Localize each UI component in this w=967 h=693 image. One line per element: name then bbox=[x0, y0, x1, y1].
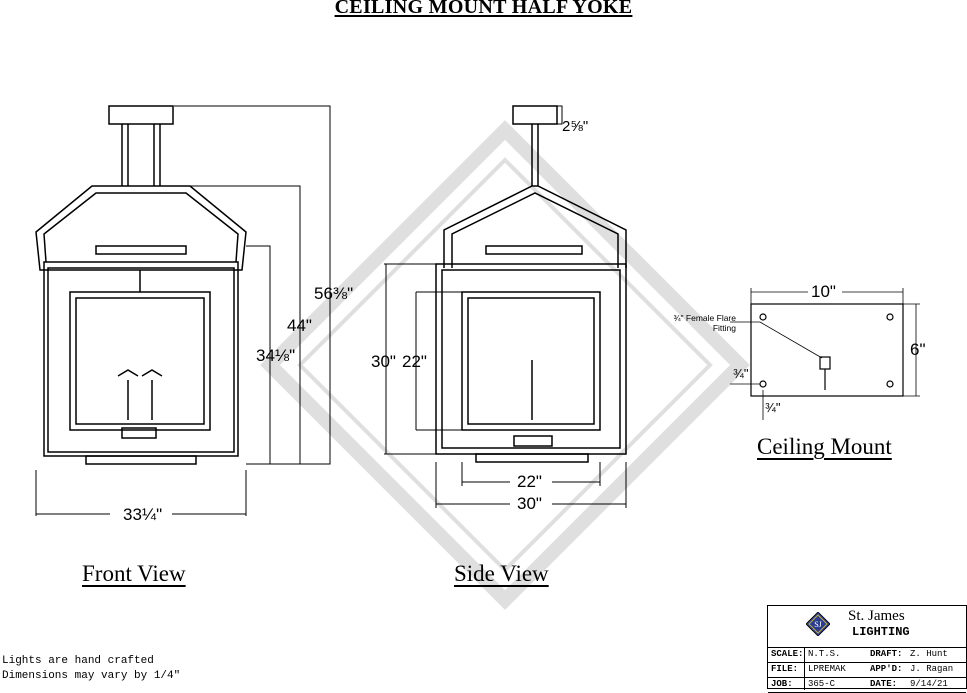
front-view-dimensions bbox=[35, 105, 331, 516]
mount-offset-x-dim: ¾" bbox=[733, 366, 749, 381]
side-view-drawing bbox=[435, 105, 627, 463]
side-inner-height-dim: 22" bbox=[402, 352, 427, 371]
company-subname: LIGHTING bbox=[852, 625, 910, 639]
title-block-row-scale: SCALE: N.T.S. DRAFT: Z. Hunt bbox=[768, 648, 966, 663]
title-block-row-file: FILE: LPREMAK APP'D: J. Ragan bbox=[768, 663, 966, 678]
mount-height-dim: 6" bbox=[910, 340, 926, 359]
flare-fitting-callout: ¾" Female Flare Fitting bbox=[673, 313, 736, 333]
company-logo-icon: SJ bbox=[806, 612, 830, 636]
title-block: SJ St. James LIGHTING SCALE: N.T.S. DRAF… bbox=[767, 605, 967, 693]
side-view-label: Side View bbox=[454, 561, 549, 586]
side-inner-width-dim: 22" bbox=[517, 472, 542, 491]
side-outer-height-dim: 30" bbox=[371, 352, 396, 371]
ceiling-mount-dimensions bbox=[730, 288, 920, 420]
drawing-title: CEILING MOUNT HALF YOKE bbox=[334, 0, 633, 18]
front-overall-height-dim: 56⅜" bbox=[314, 284, 354, 303]
side-canopy-dim: 2⅝" bbox=[562, 118, 589, 135]
note-hand-crafted: Lights are hand crafted bbox=[2, 655, 154, 667]
front-body-height-dim: 44" bbox=[287, 316, 312, 335]
front-view-label: Front View bbox=[82, 561, 186, 586]
title-block-header: SJ St. James LIGHTING bbox=[768, 606, 966, 648]
side-view-dimensions bbox=[384, 105, 627, 508]
front-view-drawing bbox=[35, 105, 247, 465]
front-box-height-dim: 34⅛" bbox=[256, 346, 296, 365]
side-outer-width-dim: 30" bbox=[517, 494, 542, 513]
mount-width-dim: 10" bbox=[811, 282, 836, 301]
svg-text:SJ: SJ bbox=[814, 620, 822, 629]
note-dimensions-vary: Dimensions may vary by 1/4" bbox=[2, 670, 181, 682]
title-block-row-job: JOB: 365-C DATE: 9/14/21 bbox=[768, 678, 966, 693]
title-block-divider bbox=[804, 647, 805, 690]
mount-offset-y-dim: ¾" bbox=[765, 400, 781, 415]
front-width-dim: 33¼" bbox=[123, 505, 163, 524]
ceiling-mount-drawing bbox=[730, 303, 904, 397]
company-name: St. James bbox=[848, 608, 905, 624]
watermark-logo bbox=[260, 120, 750, 610]
ceiling-mount-label: Ceiling Mount bbox=[757, 434, 892, 459]
